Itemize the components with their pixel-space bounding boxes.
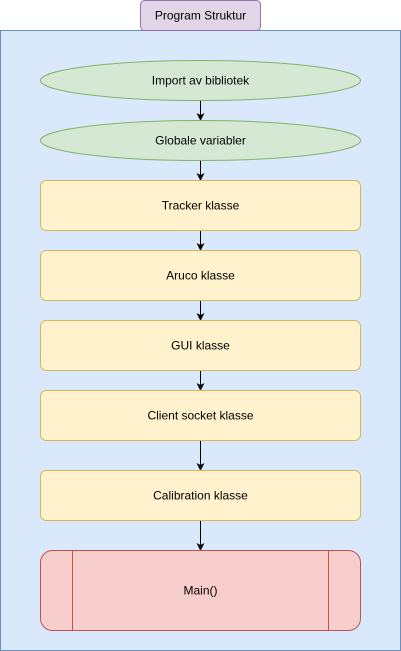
node-gui: GUI klasse [40, 320, 361, 371]
title-tab: Program Struktur [140, 0, 261, 31]
node-client-shape [40, 390, 361, 441]
node-gui-shape [40, 320, 361, 371]
node-client-label: Client socket klasse [147, 409, 253, 423]
node-aruco-label: Aruco klasse [166, 269, 235, 283]
node-main-shape [40, 550, 361, 631]
node-tracker-label: Tracker klasse [162, 199, 240, 213]
node-globals-shape [40, 120, 361, 161]
node-aruco: Aruco klasse [40, 250, 361, 301]
node-aruco-shape [40, 250, 361, 301]
node-import: Import av bibliotek [40, 60, 361, 101]
node-gui-label: GUI klasse [171, 339, 230, 353]
node-calibration-shape [40, 470, 361, 521]
node-main-label: Main() [183, 584, 217, 598]
node-globals: Globale variabler [40, 120, 361, 161]
node-import-label: Import av bibliotek [152, 74, 250, 88]
node-globals-label: Globale variabler [155, 134, 246, 148]
node-tracker-shape [40, 180, 361, 231]
diagram-title: Program Struktur [155, 9, 246, 23]
node-import-shape [40, 60, 361, 101]
node-tracker: Tracker klasse [40, 180, 361, 231]
node-main: Main() [40, 550, 361, 631]
node-client: Client socket klasse [40, 390, 361, 441]
node-calibration-label: Calibration klasse [153, 489, 248, 503]
node-calibration: Calibration klasse [40, 470, 361, 521]
title-box [140, 0, 261, 31]
